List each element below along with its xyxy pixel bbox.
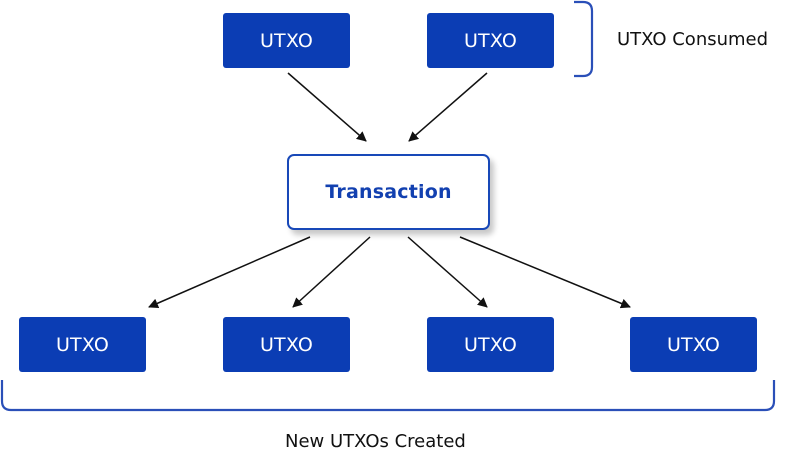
transaction-label: Transaction xyxy=(325,181,452,203)
output-utxo-1: UTXO xyxy=(19,317,146,372)
arrow-input-1-to-transaction xyxy=(287,72,367,142)
arrow-input-2-to-transaction xyxy=(408,72,488,142)
arrow-transaction-to-output-1 xyxy=(148,236,311,308)
arrow-transaction-to-output-4 xyxy=(459,236,631,309)
created-label: New UTXOs Created xyxy=(285,431,466,452)
output-utxo-2: UTXO xyxy=(223,317,350,372)
output-utxo-2-label: UTXO xyxy=(259,333,314,356)
consumed-bracket xyxy=(574,0,594,78)
input-utxo-2-label: UTXO xyxy=(463,29,518,52)
input-utxo-2: UTXO xyxy=(427,13,554,68)
consumed-label: UTXO Consumed xyxy=(617,29,769,50)
input-utxo-1: UTXO xyxy=(223,13,350,68)
output-utxo-4: UTXO xyxy=(630,317,757,372)
transaction-node: Transaction xyxy=(287,154,490,230)
input-utxo-1-label: UTXO xyxy=(259,29,314,52)
arrow-transaction-to-output-3 xyxy=(407,236,488,308)
output-utxo-3: UTXO xyxy=(427,317,554,372)
output-utxo-3-label: UTXO xyxy=(463,333,518,356)
output-utxo-4-label: UTXO xyxy=(666,333,721,356)
created-bracket xyxy=(0,380,776,412)
output-utxo-1-label: UTXO xyxy=(55,333,110,356)
arrow-transaction-to-output-2 xyxy=(292,236,371,308)
